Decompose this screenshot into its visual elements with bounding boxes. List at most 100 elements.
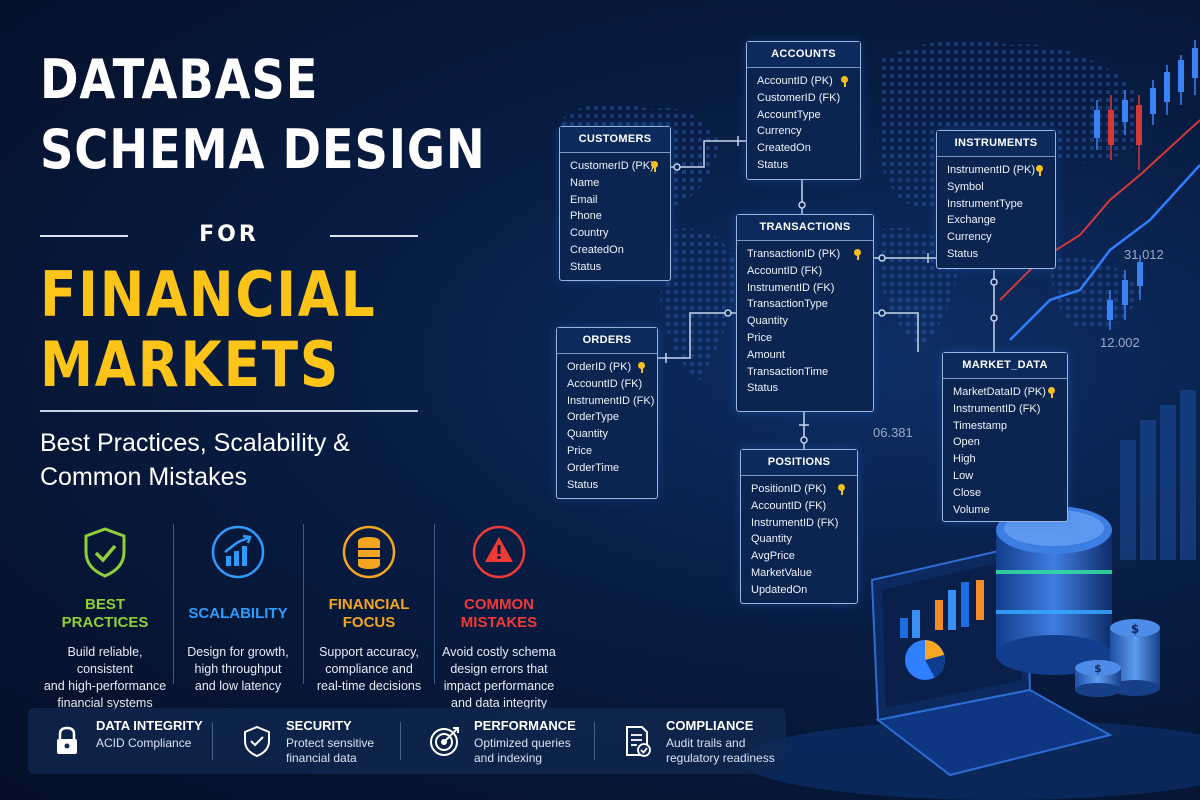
key-icon (838, 484, 849, 495)
table-market-data: MARKET_DATA MarketDataID (PK) Instrument… (942, 352, 1068, 522)
table-positions: POSITIONS PositionID (PK) AccountID (FK)… (740, 449, 858, 604)
table-field: Currency (947, 231, 992, 244)
table-header: MARKET_DATA (943, 353, 1067, 379)
table-field: InstrumentID (FK) (751, 516, 839, 529)
table-field: TransactionID (PK) (747, 246, 863, 263)
table-field: Volume (953, 503, 990, 516)
table-field: Exchange (947, 214, 996, 227)
bottom-separator (400, 722, 401, 760)
title-line-2: SCHEMA DESIGN (40, 118, 486, 181)
title-line-1: DATABASE (40, 48, 319, 111)
table-field: MarketValue (751, 566, 812, 579)
table-field: Quantity (751, 533, 792, 546)
table-transactions: TRANSACTIONS TransactionID (PK) AccountI… (736, 214, 874, 412)
table-field: PositionID (PK) (751, 481, 847, 498)
bottom-feature-bar: DATA INTEGRITY ACID Compliance SECURITY … (28, 708, 786, 774)
table-field: Low (953, 469, 974, 482)
feature-divider (303, 524, 304, 684)
key-icon (651, 161, 662, 172)
table-field: AccountID (PK) (757, 73, 850, 90)
table-field: InstrumentID (FK) (953, 402, 1041, 415)
svg-text:$: $ (1094, 662, 1102, 675)
table-field: Timestamp (953, 419, 1007, 432)
connector-row: FOR (40, 222, 418, 250)
title-gold-line-1: FINANCIAL (40, 258, 377, 331)
table-field: Status (747, 382, 779, 395)
table-field: AccountID (FK) (747, 264, 823, 277)
table-field: Amount (747, 348, 785, 361)
target-icon (428, 724, 462, 758)
table-accounts: ACCOUNTS AccountID (PK) CustomerID (FK) … (746, 41, 861, 180)
title-gold-line-2: MARKETS (40, 328, 340, 401)
table-header: ACCOUNTS (747, 42, 860, 68)
bottom-separator (212, 722, 213, 760)
table-field: Price (567, 444, 593, 457)
table-field: Status (757, 158, 789, 171)
table-field: InstrumentType (947, 197, 1023, 210)
candlestick-icon (1094, 40, 1198, 330)
bottom-separator (594, 722, 595, 760)
table-header: INSTRUMENTS (937, 131, 1055, 157)
number-label: 06.381 (873, 425, 913, 440)
key-icon (1036, 165, 1047, 176)
table-field: Phone (570, 210, 602, 223)
table-header: CUSTOMERS (560, 127, 670, 153)
table-field: AccountID (FK) (567, 377, 643, 390)
database-cylinder-illustration (996, 506, 1112, 675)
table-orders: ORDERS OrderID (PK) AccountID (FK) Instr… (556, 327, 658, 499)
connector-word: FOR (199, 222, 259, 247)
table-field: AvgPrice (751, 550, 795, 563)
left-rule (40, 235, 128, 237)
table-field: Symbol (947, 180, 984, 193)
title-divider (40, 410, 418, 412)
number-label: 31.012 (1124, 247, 1164, 262)
table-field: InstrumentID (FK) (747, 281, 835, 294)
table-field: Price (747, 331, 773, 344)
table-field: Email (570, 193, 598, 206)
relationship-lines (658, 136, 998, 449)
bottom-item-title: COMPLIANCE (666, 718, 754, 733)
table-field: Currency (757, 125, 802, 138)
svg-text:$: $ (1131, 622, 1139, 636)
table-header: POSITIONS (741, 450, 857, 476)
table-field: TransactionTime (747, 365, 829, 378)
padlock-icon (50, 724, 84, 758)
table-instruments: INSTRUMENTS InstrumentID (PK) Symbol Ins… (936, 130, 1056, 269)
subtitle: Best Practices, Scalability & Common Mis… (40, 426, 440, 494)
feature-divider (173, 524, 174, 684)
table-field: Status (570, 260, 602, 273)
table-field: OrderTime (567, 461, 620, 474)
feature-title: SCALABILITY (188, 605, 288, 622)
trend-line-blue (1009, 164, 1200, 341)
bar-graph-decoration (1120, 390, 1196, 560)
table-field: CreatedOn (757, 142, 811, 155)
feature-divider (434, 524, 435, 684)
table-field: Status (567, 478, 599, 491)
table-field: InstrumentID (PK) (947, 162, 1045, 179)
table-field: Open (953, 436, 980, 449)
table-field: AccountID (FK) (751, 499, 827, 512)
table-field: CustomerID (PK) (570, 158, 660, 175)
table-header: ORDERS (557, 328, 657, 354)
bottom-item-title: SECURITY (286, 718, 352, 733)
table-field: InstrumentID (FK) (567, 394, 655, 407)
table-field: Close (953, 486, 982, 499)
subtitle-line-1: Best Practices, Scalability & (40, 429, 350, 457)
bottom-item-desc: ACID Compliance (96, 736, 192, 750)
table-field: Country (570, 227, 609, 240)
key-icon (854, 249, 865, 260)
table-field: AccountType (757, 108, 821, 121)
bottom-item-title: DATA INTEGRITY (96, 718, 203, 733)
table-field: CreatedOn (570, 243, 624, 256)
table-field: TransactionType (747, 298, 828, 311)
laptop-illustration (870, 543, 1113, 777)
table-field: Quantity (747, 315, 788, 328)
